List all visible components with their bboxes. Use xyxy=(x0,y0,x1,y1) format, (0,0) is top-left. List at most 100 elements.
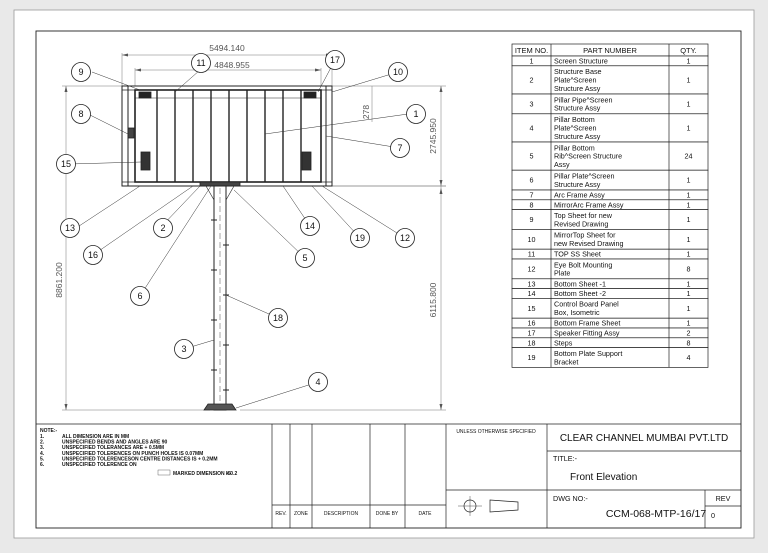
bom-part-number: Eye Bolt Mounting xyxy=(554,260,612,269)
bom-row-box xyxy=(511,278,709,289)
bom-item-number: 14 xyxy=(528,289,536,298)
bom-part-number: Structure Assy xyxy=(554,104,601,113)
balloon-9: 9 xyxy=(71,62,91,82)
bom-qty: 1 xyxy=(687,176,691,185)
bom-row-box xyxy=(511,55,709,67)
balloon-label: 15 xyxy=(61,159,71,169)
bom-row-box xyxy=(511,337,709,348)
balloon-label: 13 xyxy=(65,223,75,233)
note-text: UNSPECIFIED BENDS AND ANGLES ARE 90 xyxy=(62,440,168,446)
bom-part-number: Structure Assy xyxy=(554,84,601,93)
balloon-circle xyxy=(308,372,328,392)
bom-qty: 1 xyxy=(687,200,691,209)
bom-part-number: Arc Frame Assy xyxy=(554,191,605,200)
balloon-circle xyxy=(390,138,410,158)
bom-header-qty: QTY. xyxy=(680,46,697,55)
balloon-circle xyxy=(83,245,103,265)
bom-qty: 1 xyxy=(687,124,691,133)
bom-item-number: 10 xyxy=(528,235,536,244)
dimension-lines xyxy=(62,53,446,411)
balloon-circle xyxy=(268,308,288,328)
company-name: CLEAR CHANNEL MUMBAI PVT.LTD xyxy=(560,433,728,444)
pillar-bottom-plate xyxy=(203,403,237,411)
balloon-circle xyxy=(71,104,91,124)
bom-part-number: Bottom Frame Sheet xyxy=(554,319,620,328)
note-number: 1. xyxy=(40,434,45,440)
balloon-5: 5 xyxy=(295,248,315,268)
balloon-label: 16 xyxy=(88,250,98,260)
balloon-circle xyxy=(325,50,345,70)
bom-row-box xyxy=(511,347,709,368)
description-header: DESCRIPTION xyxy=(324,511,359,517)
bom-part-number: MirrorTop Sheet for xyxy=(554,231,616,240)
bom-qty: 1 xyxy=(687,191,691,200)
balloon-2: 2 xyxy=(153,218,173,238)
balloon-label: 17 xyxy=(330,55,340,65)
bom-qty: 8 xyxy=(687,338,691,347)
balloon-label: 12 xyxy=(400,233,410,243)
bom-part-number: Bracket xyxy=(554,357,578,366)
bom-part-number: Pillar Bottom xyxy=(554,143,595,152)
balloon-4: 4 xyxy=(308,372,328,392)
dwg-label: DWG NO:- xyxy=(553,494,588,503)
note-number: 4. xyxy=(40,451,45,457)
bom-item-number: 5 xyxy=(530,152,534,161)
bom-part-number: Bottom Plate Support xyxy=(554,349,622,358)
balloon-19: 19 xyxy=(350,228,370,248)
bom-item-number: 3 xyxy=(530,100,534,109)
control-panel-left xyxy=(140,151,151,171)
bom-item-number: 7 xyxy=(530,191,534,200)
bom-row-box xyxy=(511,65,709,95)
dim-inner-width: 4848.955 xyxy=(214,60,250,70)
dim-overall-width: 5494.140 xyxy=(209,43,245,53)
bom-part-number: Plate^Screen xyxy=(554,124,597,133)
note-number: 6. xyxy=(40,462,45,468)
arc-frame-bracket xyxy=(127,127,135,139)
bom-item-number: 19 xyxy=(528,353,536,362)
bom-qty: 1 xyxy=(687,319,691,328)
bom-item-number: 18 xyxy=(528,338,536,347)
dim-offset: 278 xyxy=(361,105,371,119)
bom-qty: 1 xyxy=(687,215,691,224)
dim-screen-height: 2745.950 xyxy=(428,118,438,154)
note-number: 5. xyxy=(40,456,45,462)
bom-qty: 8 xyxy=(687,265,691,274)
balloon-circle xyxy=(153,218,173,238)
balloon-label: 9 xyxy=(78,67,83,77)
date-header: DATE xyxy=(419,511,433,517)
bom-part-number: new Revised Drawing xyxy=(554,239,624,248)
balloon-label: 10 xyxy=(393,67,403,77)
note-number: 3. xyxy=(40,445,45,451)
bom-qty: 4 xyxy=(687,353,691,362)
structure-base-plate xyxy=(199,181,241,187)
bom-part-number: Box, Isometric xyxy=(554,308,600,317)
bom-qty: 1 xyxy=(687,100,691,109)
bom-item-number: 16 xyxy=(528,319,536,328)
bom-qty: 1 xyxy=(687,304,691,313)
note-number: 2. xyxy=(40,440,45,446)
bom-part-number: Screen Structure xyxy=(554,57,608,66)
bom-part-number: Pillar Plate^Screen xyxy=(554,172,615,181)
bom-item-number: 6 xyxy=(530,176,534,185)
bom-part-number: Speaker Fitting Assy xyxy=(554,329,620,338)
balloon-3: 3 xyxy=(174,339,194,359)
balloon-label: 2 xyxy=(160,223,165,233)
rev-header: REV. xyxy=(275,511,286,517)
drawing-border xyxy=(35,30,742,529)
zone-header: ZONE xyxy=(294,511,309,517)
title-block xyxy=(36,423,741,528)
balloon-circle xyxy=(71,62,91,82)
notes-marked: MARKED DIMENSION IS xyxy=(173,471,231,477)
title-label: TITLE:- xyxy=(553,454,578,463)
bom-part-number: Structure Assy xyxy=(554,180,601,189)
note-text: UNSPECIFIED TOLERENCES ON PUNCH HOLES IS… xyxy=(62,451,203,457)
balloon-circle xyxy=(300,216,320,236)
